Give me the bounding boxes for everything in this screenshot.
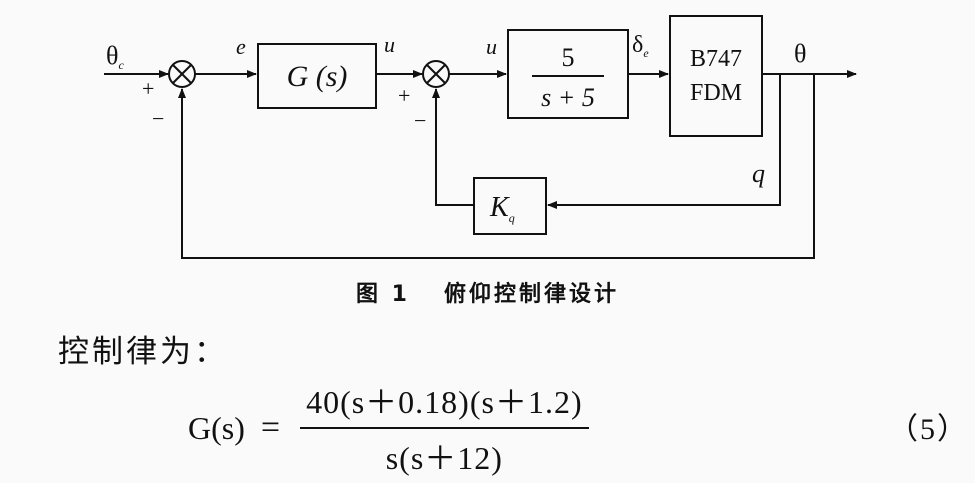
equation-fraction: 40(s＋0.18)(s＋1.2) s(s＋12) bbox=[300, 377, 589, 479]
signal-u2-label: u bbox=[486, 34, 497, 59]
outer-feedback-line bbox=[178, 74, 815, 259]
figure-caption: 图 1 俯仰控制律设计 bbox=[0, 276, 975, 308]
figure-label: 图 1 bbox=[356, 282, 410, 307]
equation: G(s) = 40(s＋0.18)(s＋1.2) s(s＋12) bbox=[188, 384, 589, 476]
intro-text: 控制律为： bbox=[58, 334, 228, 370]
plant-label-line2: FDM bbox=[690, 80, 742, 106]
block-diagram: θc + − e G (s) u + − u 5 s + 5 δe B747 F… bbox=[104, 15, 857, 259]
kq-block bbox=[473, 177, 547, 235]
equation-equals: = bbox=[260, 409, 281, 446]
sign-minus-2: − bbox=[414, 108, 426, 133]
equation-number: （5） bbox=[888, 413, 969, 446]
plant-block bbox=[669, 15, 763, 137]
inner-feedback-line-q bbox=[547, 74, 781, 209]
actuator-numerator: 5 bbox=[562, 43, 575, 72]
sign-plus-2: + bbox=[398, 83, 410, 108]
equation-fraction-bar bbox=[300, 427, 589, 429]
sign-plus-1: + bbox=[142, 76, 154, 101]
signal-e-label: e bbox=[236, 34, 246, 59]
summing-junction-1 bbox=[168, 60, 196, 88]
sign-minus-1: − bbox=[152, 106, 164, 131]
inner-feedback-line-to-sum bbox=[432, 88, 474, 206]
equation-lhs: G(s) bbox=[188, 409, 245, 446]
signal-delta-label: δe bbox=[632, 32, 649, 60]
plant-label-line1: B747 bbox=[690, 46, 742, 72]
signal-u1-label: u bbox=[384, 32, 395, 57]
output-theta-label: θ bbox=[794, 39, 806, 68]
equation-denominator: s(s＋12) bbox=[385, 440, 503, 476]
controller-block bbox=[257, 43, 377, 109]
summing-junction-2 bbox=[422, 60, 450, 88]
equation-numerator: 40(s＋0.18)(s＋1.2) bbox=[306, 384, 583, 420]
figure-title: 俯仰控制律设计 bbox=[443, 282, 619, 307]
kq-label: Kq bbox=[489, 192, 515, 225]
controller-label: G (s) bbox=[287, 60, 348, 93]
actuator-denominator: s + 5 bbox=[541, 83, 595, 112]
signal-q-label: q bbox=[752, 159, 765, 188]
input-theta-label: θc bbox=[106, 41, 124, 72]
